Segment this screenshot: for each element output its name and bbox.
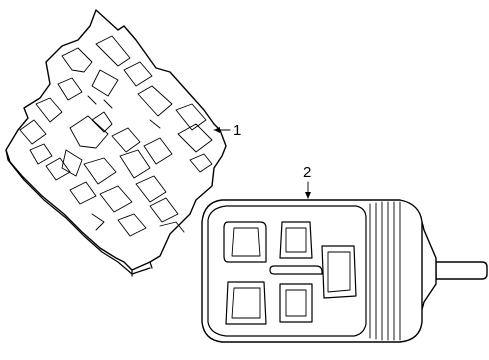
transmitter-bar bbox=[269, 265, 323, 275]
callout-1: 1 bbox=[213, 122, 241, 139]
transmitter-body bbox=[201, 199, 423, 343]
callout-1-arrowhead bbox=[214, 127, 220, 133]
transmitter-button-aux bbox=[279, 283, 313, 323]
transmitter-part bbox=[201, 199, 488, 343]
module-base-edge bbox=[5, 149, 151, 275]
transmitter-bezel bbox=[207, 205, 367, 337]
transmitter-button-trunk bbox=[225, 281, 267, 325]
transmitter-grip-ribs bbox=[369, 201, 401, 341]
callout-2-arrowhead bbox=[305, 192, 311, 199]
module-base-edge-right bbox=[131, 261, 153, 277]
transmitter-button-panic bbox=[321, 245, 357, 299]
transmitter-antenna bbox=[435, 261, 488, 280]
transmitter-button-unlock bbox=[279, 221, 313, 259]
callout-1-number: 1 bbox=[233, 122, 241, 139]
callout-2: 2 bbox=[303, 164, 311, 199]
callout-2-number: 2 bbox=[303, 164, 311, 181]
transmitter-button-lock bbox=[223, 221, 267, 263]
module-part bbox=[5, 9, 227, 277]
